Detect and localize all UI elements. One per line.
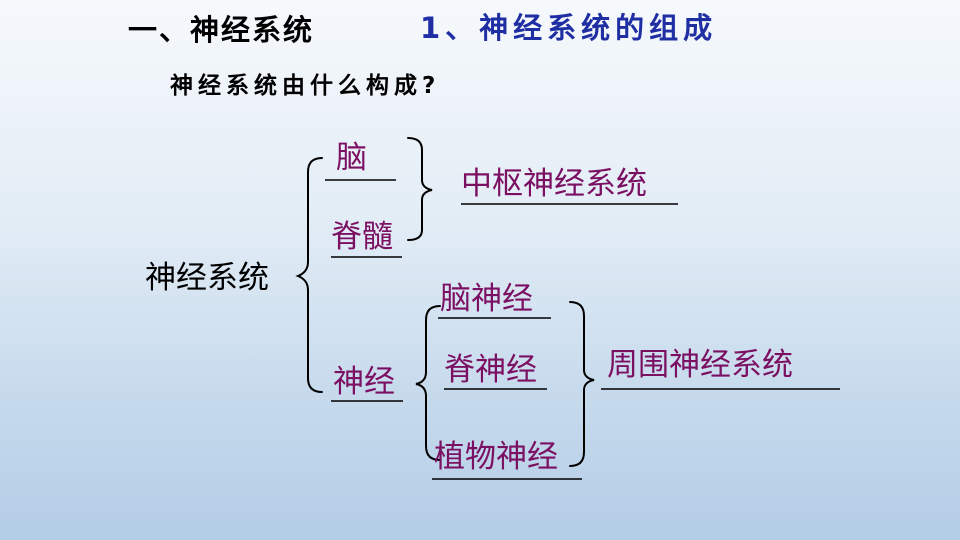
- branch-spinal-cord: 脊髓: [331, 219, 393, 255]
- slide-subheading: 1、神经系统的组成: [420, 11, 718, 45]
- slide-heading: 一、神经系统: [128, 13, 315, 47]
- group-peripheral-nervous-system: 周围神经系统: [607, 347, 793, 383]
- branch-brain: 脑: [336, 140, 367, 176]
- group-central-nervous-system: 中枢神经系统: [461, 166, 647, 202]
- slide-question: 神经系统由什么构成?: [170, 73, 441, 99]
- nerve-type-autonomic: 植物神经: [434, 439, 558, 475]
- nerve-type-spinal: 脊神经: [444, 352, 537, 388]
- branch-nerve: 神经: [333, 364, 395, 400]
- nerve-split-brace: [415, 305, 441, 461]
- diagram-root-label: 神经系统: [145, 260, 269, 296]
- root-brace: [295, 157, 323, 393]
- peripheral-brace: [569, 301, 595, 467]
- central-brace: [407, 137, 433, 241]
- nerve-type-cranial: 脑神经: [440, 281, 533, 317]
